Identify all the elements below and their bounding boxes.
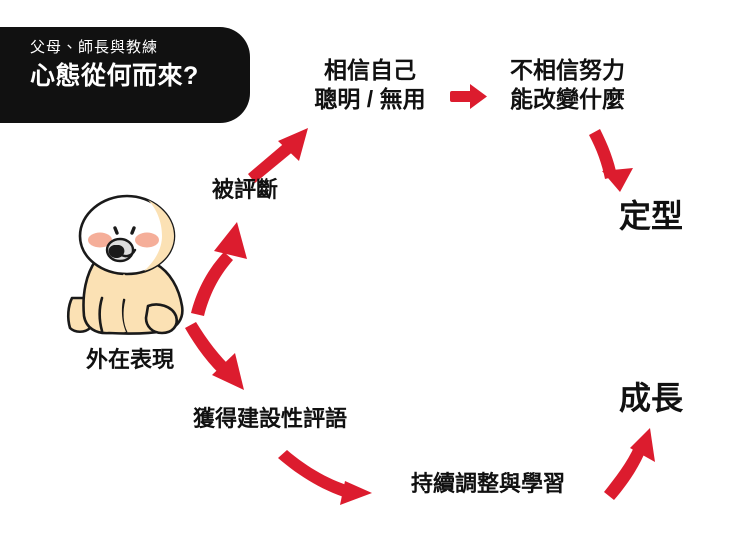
mascot-eye-right	[130, 226, 136, 235]
arrow-learning-to-growth	[604, 428, 655, 500]
arrow-feedback-to-learning	[278, 450, 372, 505]
mascot-head-shading	[144, 200, 174, 271]
node-being-judged: 被評斷	[211, 177, 278, 202]
node-no-effort-belief: 不相信努力 能改變什麼	[510, 57, 625, 113]
node-constructive-feedback: 獲得建設性評語	[192, 406, 347, 431]
node-belief-self: 相信自己 聰明 / 無用	[314, 57, 426, 113]
mascot-body-shading	[111, 274, 130, 332]
node-fixed-mindset: 定型	[618, 198, 683, 234]
node-growth-mindset: 成長	[618, 380, 683, 416]
sitting-dog-mascot	[66, 194, 184, 335]
mascot-front-leg	[98, 296, 104, 333]
badge-title: 心態從何而來?	[30, 61, 199, 90]
node-outer-performance: 外在表現	[85, 347, 174, 372]
arrow-noeffort-to-fixed	[589, 129, 633, 192]
mascot-blush-right	[135, 232, 159, 248]
mascot-eye-left	[113, 226, 119, 235]
mascot-right-leg	[144, 303, 178, 335]
node-continuous-learning: 持續調整與學習	[410, 471, 565, 496]
mascot-mouth	[118, 248, 137, 258]
badge-subtitle: 父母、師長與教練	[30, 39, 159, 56]
arrow-judged-to-belief	[248, 128, 308, 183]
arrow-belief-to-noeffort	[450, 84, 487, 109]
title-badge: 父母、師長與教練 心態從何而來?	[0, 27, 250, 123]
mascot-blush-left	[88, 232, 112, 248]
